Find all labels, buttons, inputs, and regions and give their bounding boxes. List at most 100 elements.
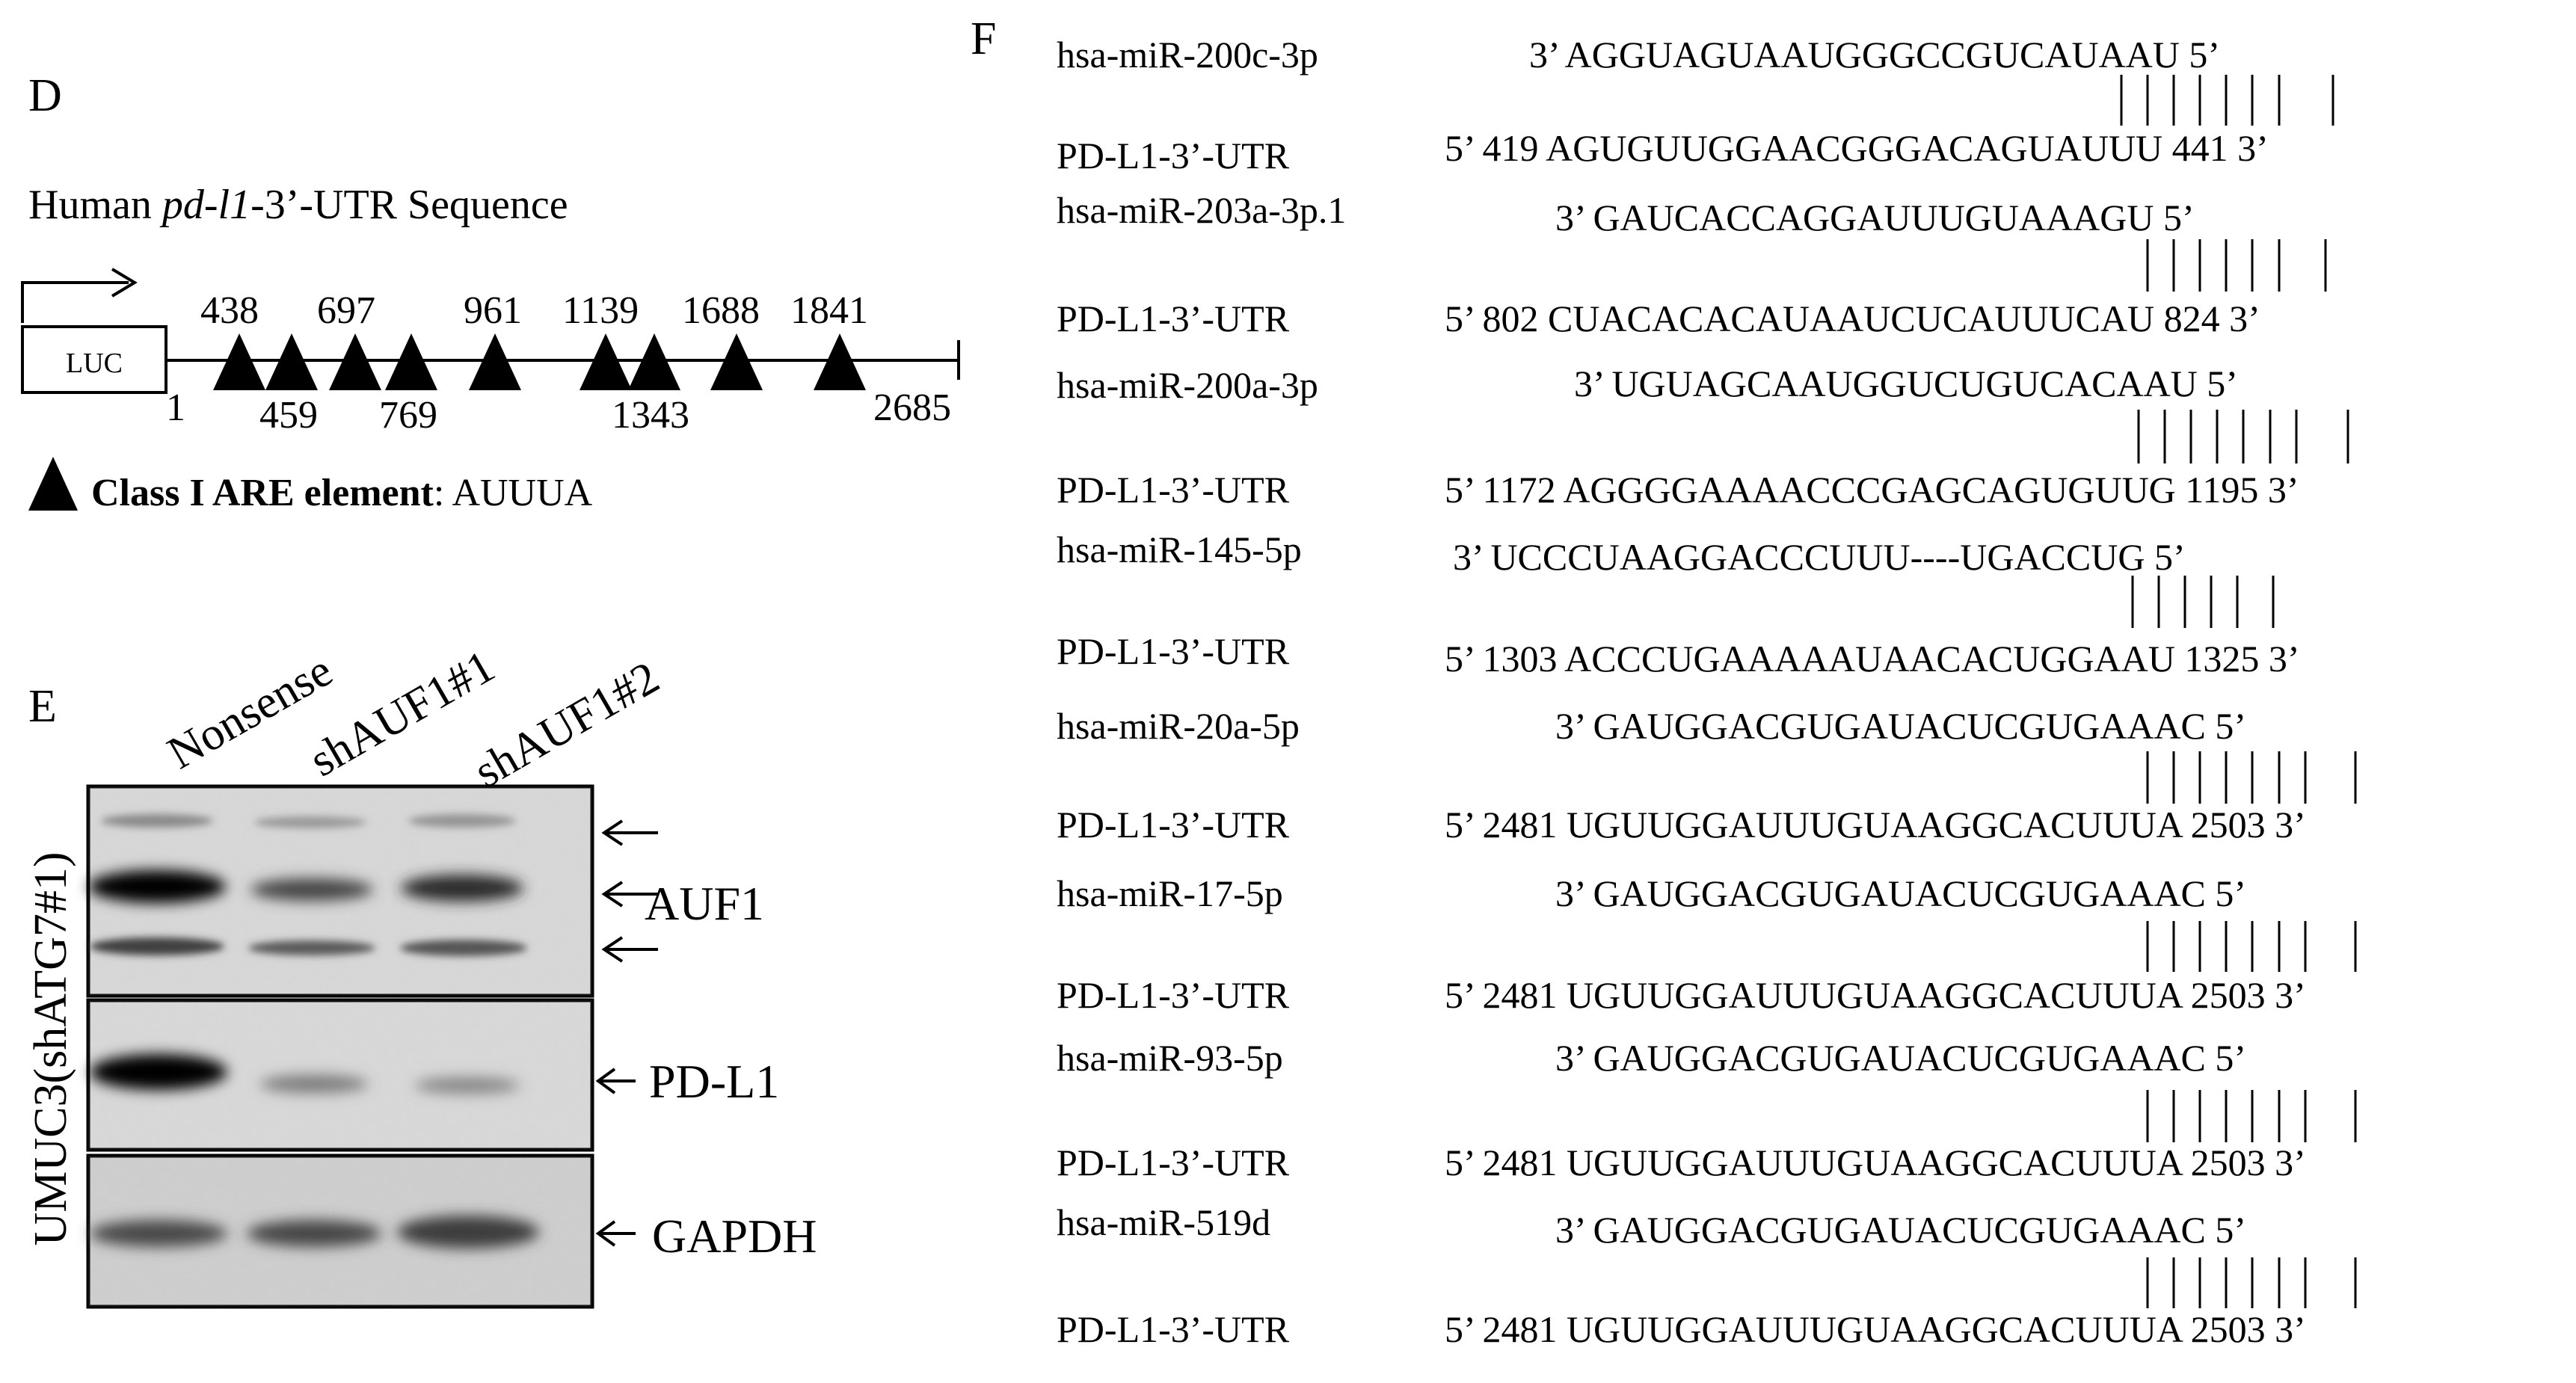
blot-band [250,878,373,901]
blot-band [415,1077,520,1094]
mirna-name: hsa-miR-20a-5p [1057,705,1300,747]
site-label-below: 1343 [612,394,689,437]
blot-band [397,1216,539,1248]
blot-auf1 [86,784,594,998]
utr-sequence: 5’ 2481 UGUUGGAUUUGUAAGGCACUUUA 2503 3’ [1445,1308,2306,1350]
legend-text: Class I ARE element: AUUUA [91,472,593,514]
are-triangle-icon [265,333,318,390]
are-markers [213,333,866,390]
arrow-left-icon [601,936,658,963]
site-label-above: 1688 [682,289,760,332]
blot-band [90,1220,227,1247]
utr-name: PD-L1-3’-UTR [1057,135,1290,176]
utr-sequence: 5’ 2481 UGUUGGAUUUGUAAGGCACUUUA 2503 3’ [1445,804,2306,845]
legend-triangle-icon [28,457,78,511]
utr-diagram-title: Human pd-l1-3’-UTR Sequence [28,182,568,228]
blot-band [101,814,213,828]
utr-name: PD-L1-3’-UTR [1057,298,1290,339]
blot-band [260,1075,368,1093]
alignment-block: hsa-miR-519d 3’ GAUGGACGUGAUACUCGUGAAAC … [1057,1201,2357,1350]
band-arrows [595,819,658,1247]
mirna-sequence: 3’ GAUGGACGUGAUACUCGUGAAAC 5’ [1555,1209,2246,1251]
utr-name: PD-L1-3’-UTR [1057,469,1290,511]
mirna-name: hsa-miR-519d [1057,1201,1270,1243]
mirna-name: hsa-miR-200a-3p [1057,364,1318,406]
mirna-sequence: 3’ GAUGGACGUGAUACUCGUGAAAC 5’ [1555,1037,2246,1079]
are-triangle-icon [814,333,866,390]
utr-start-label: 1 [166,386,185,429]
utr-sequence: 5’ 1172 AGGGGAAAACCCGAGCAGUGUUG 1195 3’ [1445,469,2299,511]
are-triangle-icon [469,333,521,390]
blot-band [408,814,516,828]
pairing-lines [2120,75,2334,126]
site-label-below: 459 [259,394,318,437]
arrow-left-icon [601,881,658,908]
panel-f: F hsa-miR-200c-3p 3’ AGGUAGUAAUGGGCCGUCA… [971,13,2357,1350]
alignment-block: hsa-miR-93-5p 3’ GAUGGACGUGAUACUCGUGAAAC… [1057,1037,2357,1183]
utr-name: PD-L1-3’-UTR [1057,1142,1290,1183]
mirna-name: hsa-miR-145-5p [1057,529,1302,570]
mirna-sequence: 3’ GAUGGACGUGAUACUCGUGAAAC 5’ [1555,872,2246,914]
pairing-lines [2146,1257,2357,1308]
mirna-sequence: 3’ UCCCUAAGGACCCUUU----UGACCUG 5’ [1453,536,2186,578]
panel-d-label: D [28,70,62,121]
pairing-lines [2146,751,2357,804]
alignment-block: hsa-miR-20a-5p 3’ GAUGGACGUGAUACUCGUGAAA… [1057,705,2357,845]
site-label-above: 1139 [562,289,639,332]
pairing-lines [2146,921,2357,972]
mirna-name: hsa-miR-17-5p [1057,872,1283,914]
title-suffix: -3’-UTR Sequence [250,182,568,228]
mirna-name: hsa-miR-200c-3p [1057,34,1318,76]
blot-band [88,870,226,903]
arrow-left-icon [601,819,658,846]
site-label-above: 697 [317,289,375,332]
mirna-sequence: 3’ AGGUAGUAAUGGGCCGUCAUAAU 5’ [1529,34,2220,76]
utr-sequence: 5’ 802 CUACACACAUAAUCUCAUUUCAU 824 3’ [1445,298,2260,339]
are-triangle-icon [329,333,381,390]
are-triangle-icon [213,333,265,390]
are-triangle-icon [385,333,437,390]
alignment-block: hsa-miR-17-5p 3’ GAUGGACGUGAUACUCGUGAAAC… [1057,872,2357,1016]
blot-band [401,875,523,902]
utr-name: PD-L1-3’-UTR [1057,630,1290,672]
panel-d: D Human pd-l1-3’-UTR Sequence LUC 1 2685 [21,70,960,514]
legend-bold: Class I ARE element [91,472,434,514]
site-label-above: 961 [464,289,522,332]
utr-sequence: 5’ 2481 UGUUGGAUUUGUAAGGCACUUUA 2503 3’ [1445,1142,2306,1183]
site-label-above: 438 [200,289,259,332]
panel-f-label: F [971,13,996,64]
blot-band [90,937,224,955]
blot-band [400,940,527,956]
mirna-sequence: 3’ UGUAGCAAUGGUCUGUCACAAU 5’ [1574,363,2238,404]
mirna-name: hsa-miR-203a-3p.1 [1057,189,1346,231]
utr-sequence: 5’ 1303 ACCCUGAAAAAUAACACUGGAAU 1325 3’ [1445,638,2300,680]
blot-gapdh [86,1153,594,1309]
pairing-lines [2146,1090,2357,1142]
are-triangle-icon [580,333,632,390]
utr-end-label: 2685 [873,386,951,429]
site-label-below: 769 [379,394,437,437]
are-triangle-icon [628,333,680,390]
legend-rest: : AUUUA [434,472,593,514]
pairing-lines [2131,576,2275,628]
blot-band [90,1054,227,1090]
mirna-sequence: 3’ GAUCACCAGGAUUUGUAAAGU 5’ [1555,197,2195,238]
mirna-sequence: 3’ GAUGGACGUGAUACUCGUGAAAC 5’ [1555,705,2246,747]
blot-band [254,816,366,828]
alignment-block: hsa-miR-203a-3p.1 3’ GAUCACCAGGAUUUGUAAA… [1057,189,2327,339]
panel-e-label: E [28,681,57,732]
panel-e: E Nonsense shAUF1#1 shAUF1#2 UMUC3(shATG… [25,641,817,1309]
luc-label: LUC [66,348,123,379]
alignment-block: hsa-miR-200c-3p 3’ AGGUAGUAAUGGGCCGUCAUA… [1057,34,2334,176]
utr-sequence: 5’ 419 AGUGUUGGAACGGGACAGUAUUU 441 3’ [1445,127,2269,169]
utr-name: PD-L1-3’-UTR [1057,974,1290,1016]
utr-sequence: 5’ 2481 UGUUGGAUUUGUAAGGCACUUUA 2503 3’ [1445,974,2306,1016]
are-triangle-icon [710,333,763,390]
blot-pdl1 [86,998,594,1152]
alignment-block: hsa-miR-200a-3p 3’ UGUAGCAAUGGUCUGUCACAA… [1057,363,2349,511]
blot-band [248,940,375,955]
promoter-arrow-icon [21,281,129,323]
utr-name: PD-L1-3’-UTR [1057,804,1290,845]
title-prefix: Human [28,182,162,228]
